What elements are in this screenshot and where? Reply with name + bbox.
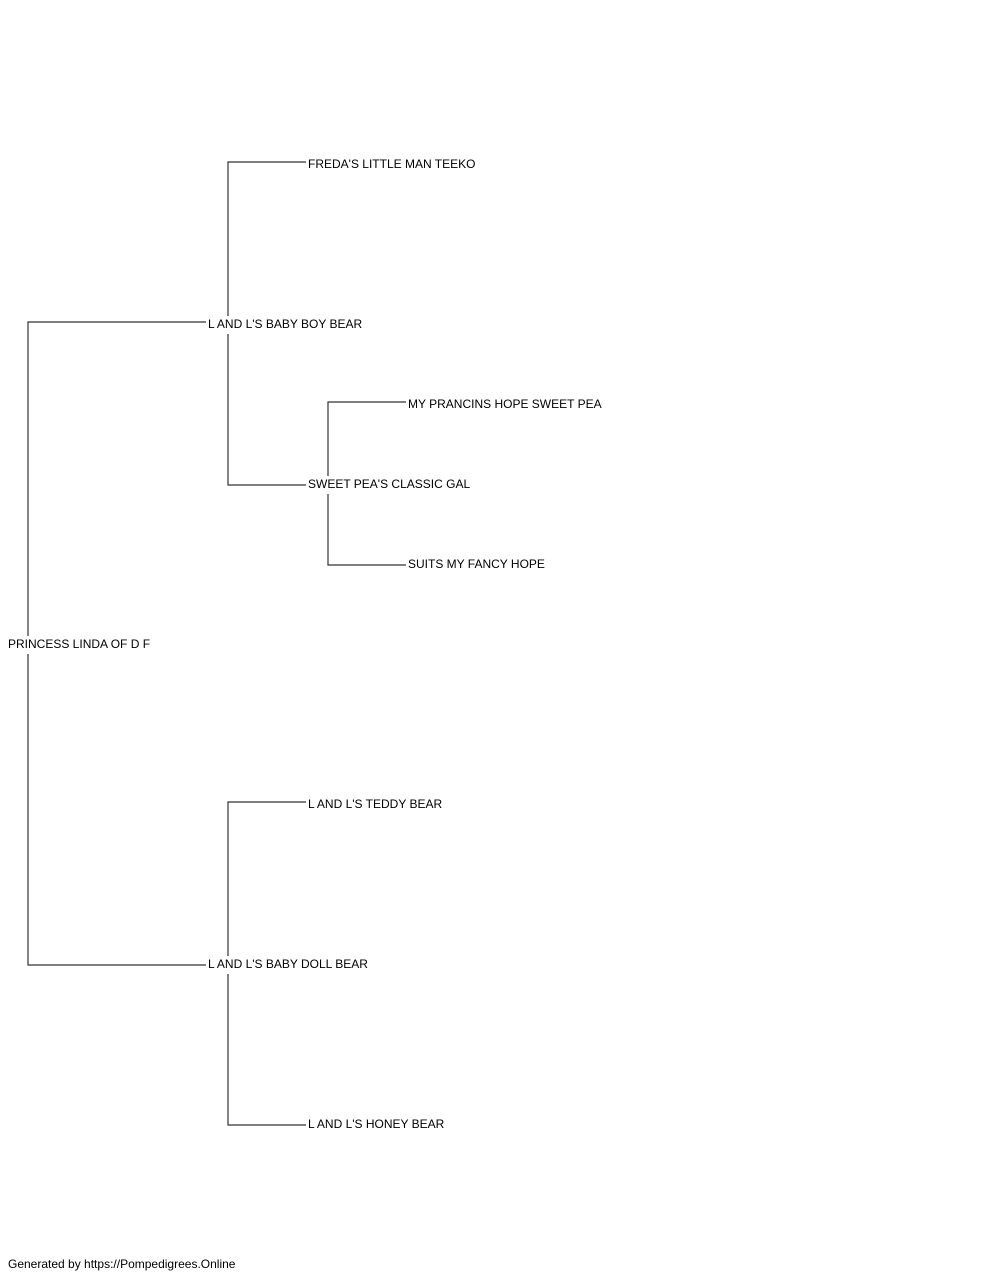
node-sire-dam-dam: SUITS MY FANCY HOPE xyxy=(408,557,547,571)
node-sire-sire: FREDA'S LITTLE MAN TEEKO xyxy=(308,157,478,171)
node-sire-dam: SWEET PEA'S CLASSIC GAL xyxy=(308,477,473,491)
node-dam: L AND L'S BABY DOLL BEAR xyxy=(208,957,370,971)
node-sire: L AND L'S BABY BOY BEAR xyxy=(208,317,365,331)
node-dam-dam: L AND L'S HONEY BEAR xyxy=(308,1117,447,1131)
connector-dam-dam-dam xyxy=(227,974,306,1126)
node-sire-dam-sire: MY PRANCINS HOPE SWEET PEA xyxy=(408,397,604,411)
connector-subject-sire xyxy=(27,321,206,636)
connector-sire-dam-dam xyxy=(327,494,406,566)
connector-dam-dam-sire xyxy=(227,801,306,956)
connector-sire-dam-sire xyxy=(327,401,406,476)
connector-sire-sire-dam xyxy=(227,334,306,486)
node-dam-sire: L AND L'S TEDDY BEAR xyxy=(308,797,445,811)
node-subject: PRINCESS LINDA OF D F xyxy=(8,637,153,651)
connector-sire-sire-sire xyxy=(227,161,306,316)
generated-by-footer: Generated by https://Pompedigrees.Online xyxy=(8,1257,236,1271)
connector-subject-dam xyxy=(27,654,206,966)
